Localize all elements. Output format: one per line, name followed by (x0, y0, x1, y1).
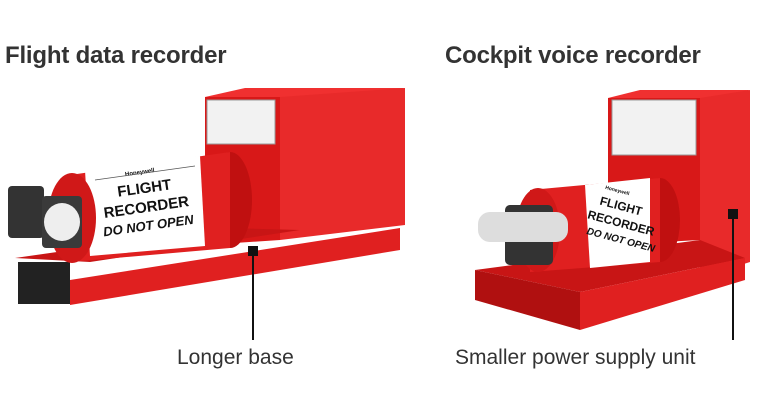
psu-box-side (700, 90, 750, 278)
label-plate (206, 99, 276, 145)
brand-logo-text: Honeywell (125, 168, 156, 178)
base-front (580, 258, 745, 330)
base-end (18, 262, 70, 304)
flight-data-recorder-illustration: Honeywell FLIGHT RECORDER DO NOT OPEN (8, 88, 405, 340)
cockpit-voice-recorder-title: Cockpit voice recorder (445, 42, 701, 69)
cockpit-voice-recorder-illustration: Honeywell FLIGHT RECORDER DO NOT OPEN (475, 90, 750, 340)
cylinder-label (85, 156, 205, 256)
power-supply-callout: Smaller power supply unit (455, 346, 696, 369)
connector-1 (8, 186, 44, 238)
handle-bar (478, 212, 568, 242)
cylinder-label (585, 178, 650, 268)
pointer-marker (728, 209, 738, 219)
longer-base-callout: Longer base (177, 346, 294, 369)
flight-data-recorder-title: Flight data recorder (5, 42, 227, 69)
base-front (70, 228, 400, 305)
label-plate (611, 99, 697, 156)
pointer-marker (248, 246, 258, 256)
psu-box-side (280, 88, 405, 240)
base-side (475, 270, 580, 330)
